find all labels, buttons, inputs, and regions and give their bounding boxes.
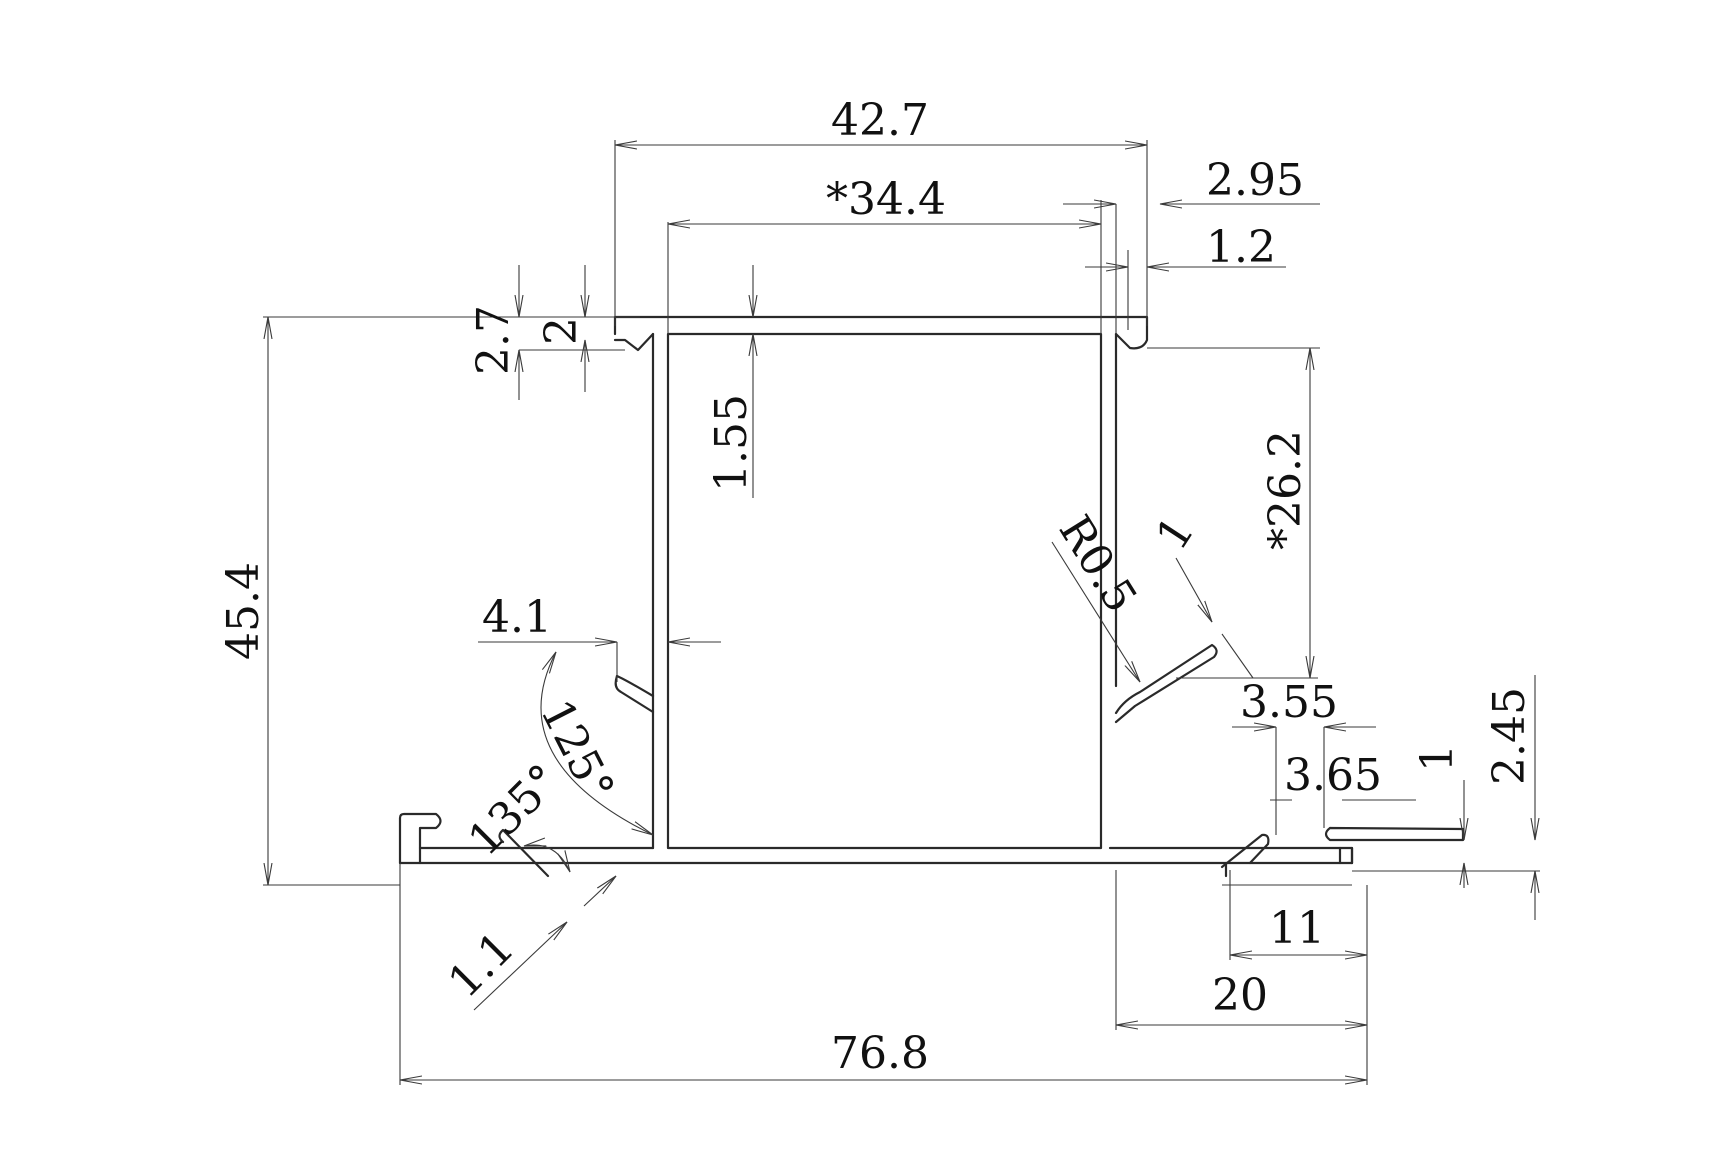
dim-top-wall: 1.55	[706, 394, 757, 492]
dim-lip-thickness: 1.1	[439, 922, 525, 1008]
dimension-lines	[263, 140, 1540, 1085]
dim-slot-a: 3.55	[1240, 677, 1338, 728]
right-slot	[1220, 833, 1270, 869]
dim-bottom-b: 20	[1212, 970, 1268, 1021]
dim-fin-thickness: 1	[1146, 508, 1204, 559]
dim-overall-height: 45.4	[218, 562, 269, 660]
left-fin	[614, 674, 655, 714]
right-fin	[1114, 643, 1218, 724]
dim-flange-thickness: 1	[1412, 744, 1463, 772]
right-flange	[1338, 846, 1354, 865]
top-bar	[613, 315, 1149, 350]
base-top-left	[418, 846, 655, 865]
dim-bottom-a: 11	[1269, 903, 1325, 954]
dim-inner-width: *34.4	[826, 174, 946, 225]
dim-slot-b: 3.65	[1284, 750, 1382, 801]
inner-box	[666, 332, 1103, 850]
dim-overall-width: 76.8	[831, 1028, 929, 1079]
left-lower-fin	[498, 828, 550, 878]
top-left-step	[613, 332, 655, 352]
right-flange-lip	[1324, 826, 1465, 842]
dim-left-fin: 4.1	[482, 592, 552, 643]
dimension-labels: 42.7 *34.4 2.95 1.2 2.7 2 1.55 45.4 *26.…	[218, 95, 1535, 1079]
dim-flange-height: 2.45	[1484, 687, 1535, 785]
dim-left-step-a: 2.7	[468, 305, 519, 375]
dim-right-height: *26.2	[1260, 430, 1311, 550]
left-hook	[398, 812, 442, 865]
dim-top-overall-width: 42.7	[831, 95, 929, 146]
dim-radius: R0.5	[1049, 507, 1147, 621]
dim-angle-b: 135°	[459, 755, 570, 866]
dim-left-step-b: 2	[536, 317, 587, 345]
dim-offset-b: 1.2	[1206, 222, 1276, 273]
dim-offset-a: 2.95	[1206, 155, 1304, 206]
